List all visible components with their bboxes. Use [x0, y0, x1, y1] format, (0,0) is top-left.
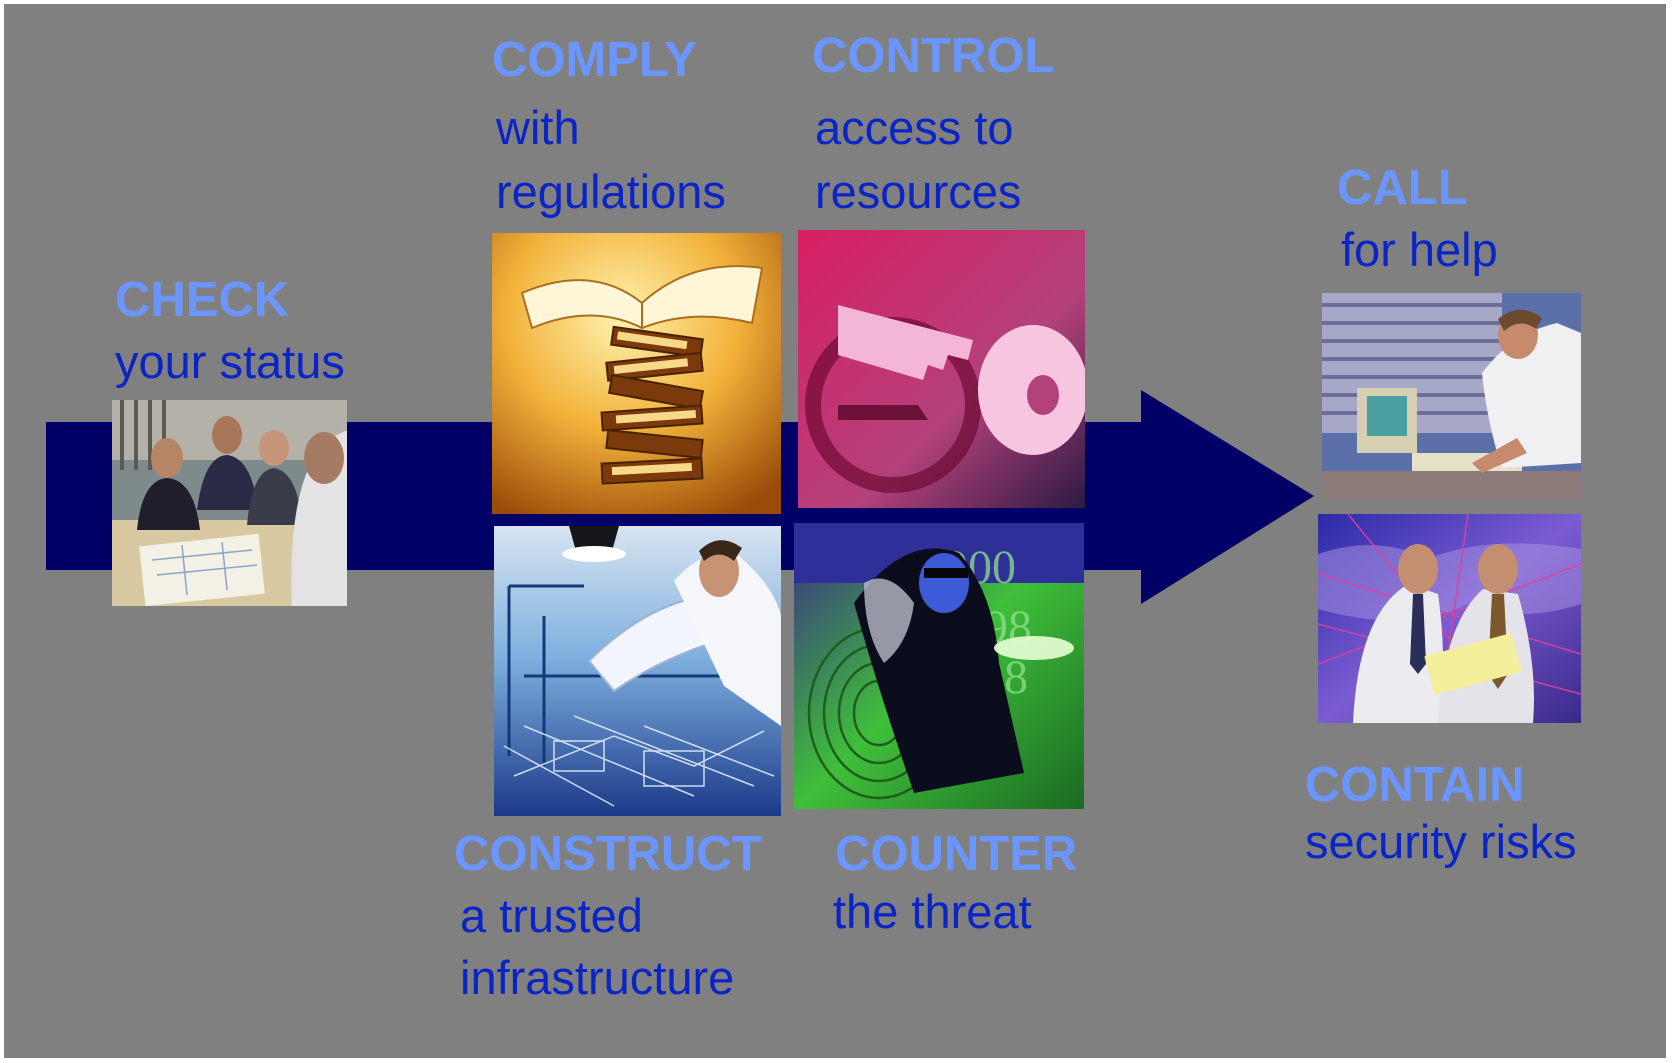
check-text: your status: [115, 335, 345, 388]
contain-heading: CONTAIN: [1305, 758, 1525, 812]
book-stack-photo: [492, 233, 781, 514]
construct-text-line1: a trusted: [460, 889, 643, 942]
comply-text-line1: with: [496, 101, 580, 154]
men-reviewing-documents-photo: [1318, 514, 1581, 723]
contain-text: security risks: [1305, 815, 1577, 868]
construct-heading: CONSTRUCT: [454, 827, 762, 881]
slide: CHECK your status COMPLY with regulation…: [4, 4, 1666, 1058]
counter-heading: COUNTER: [835, 827, 1078, 881]
architect-blueprint-photo: [494, 526, 781, 816]
technician-at-computer-photo: [1322, 293, 1581, 499]
counter-text: the threat: [833, 885, 1032, 938]
business-meeting-photo: [112, 400, 347, 606]
control-text-line1: access to: [815, 101, 1014, 154]
comply-heading: COMPLY: [492, 33, 698, 87]
call-text: for help: [1341, 223, 1498, 276]
svg-text:8: 8: [1004, 651, 1028, 704]
control-heading: CONTROL: [812, 29, 1055, 83]
check-heading: CHECK: [115, 273, 290, 327]
comply-text-line2: regulations: [496, 165, 726, 218]
key-in-lock-photo: [798, 230, 1085, 508]
control-text-line2: resources: [815, 165, 1022, 218]
call-heading: CALL: [1337, 161, 1468, 215]
construct-text-line2: infrastructure: [460, 951, 735, 1004]
